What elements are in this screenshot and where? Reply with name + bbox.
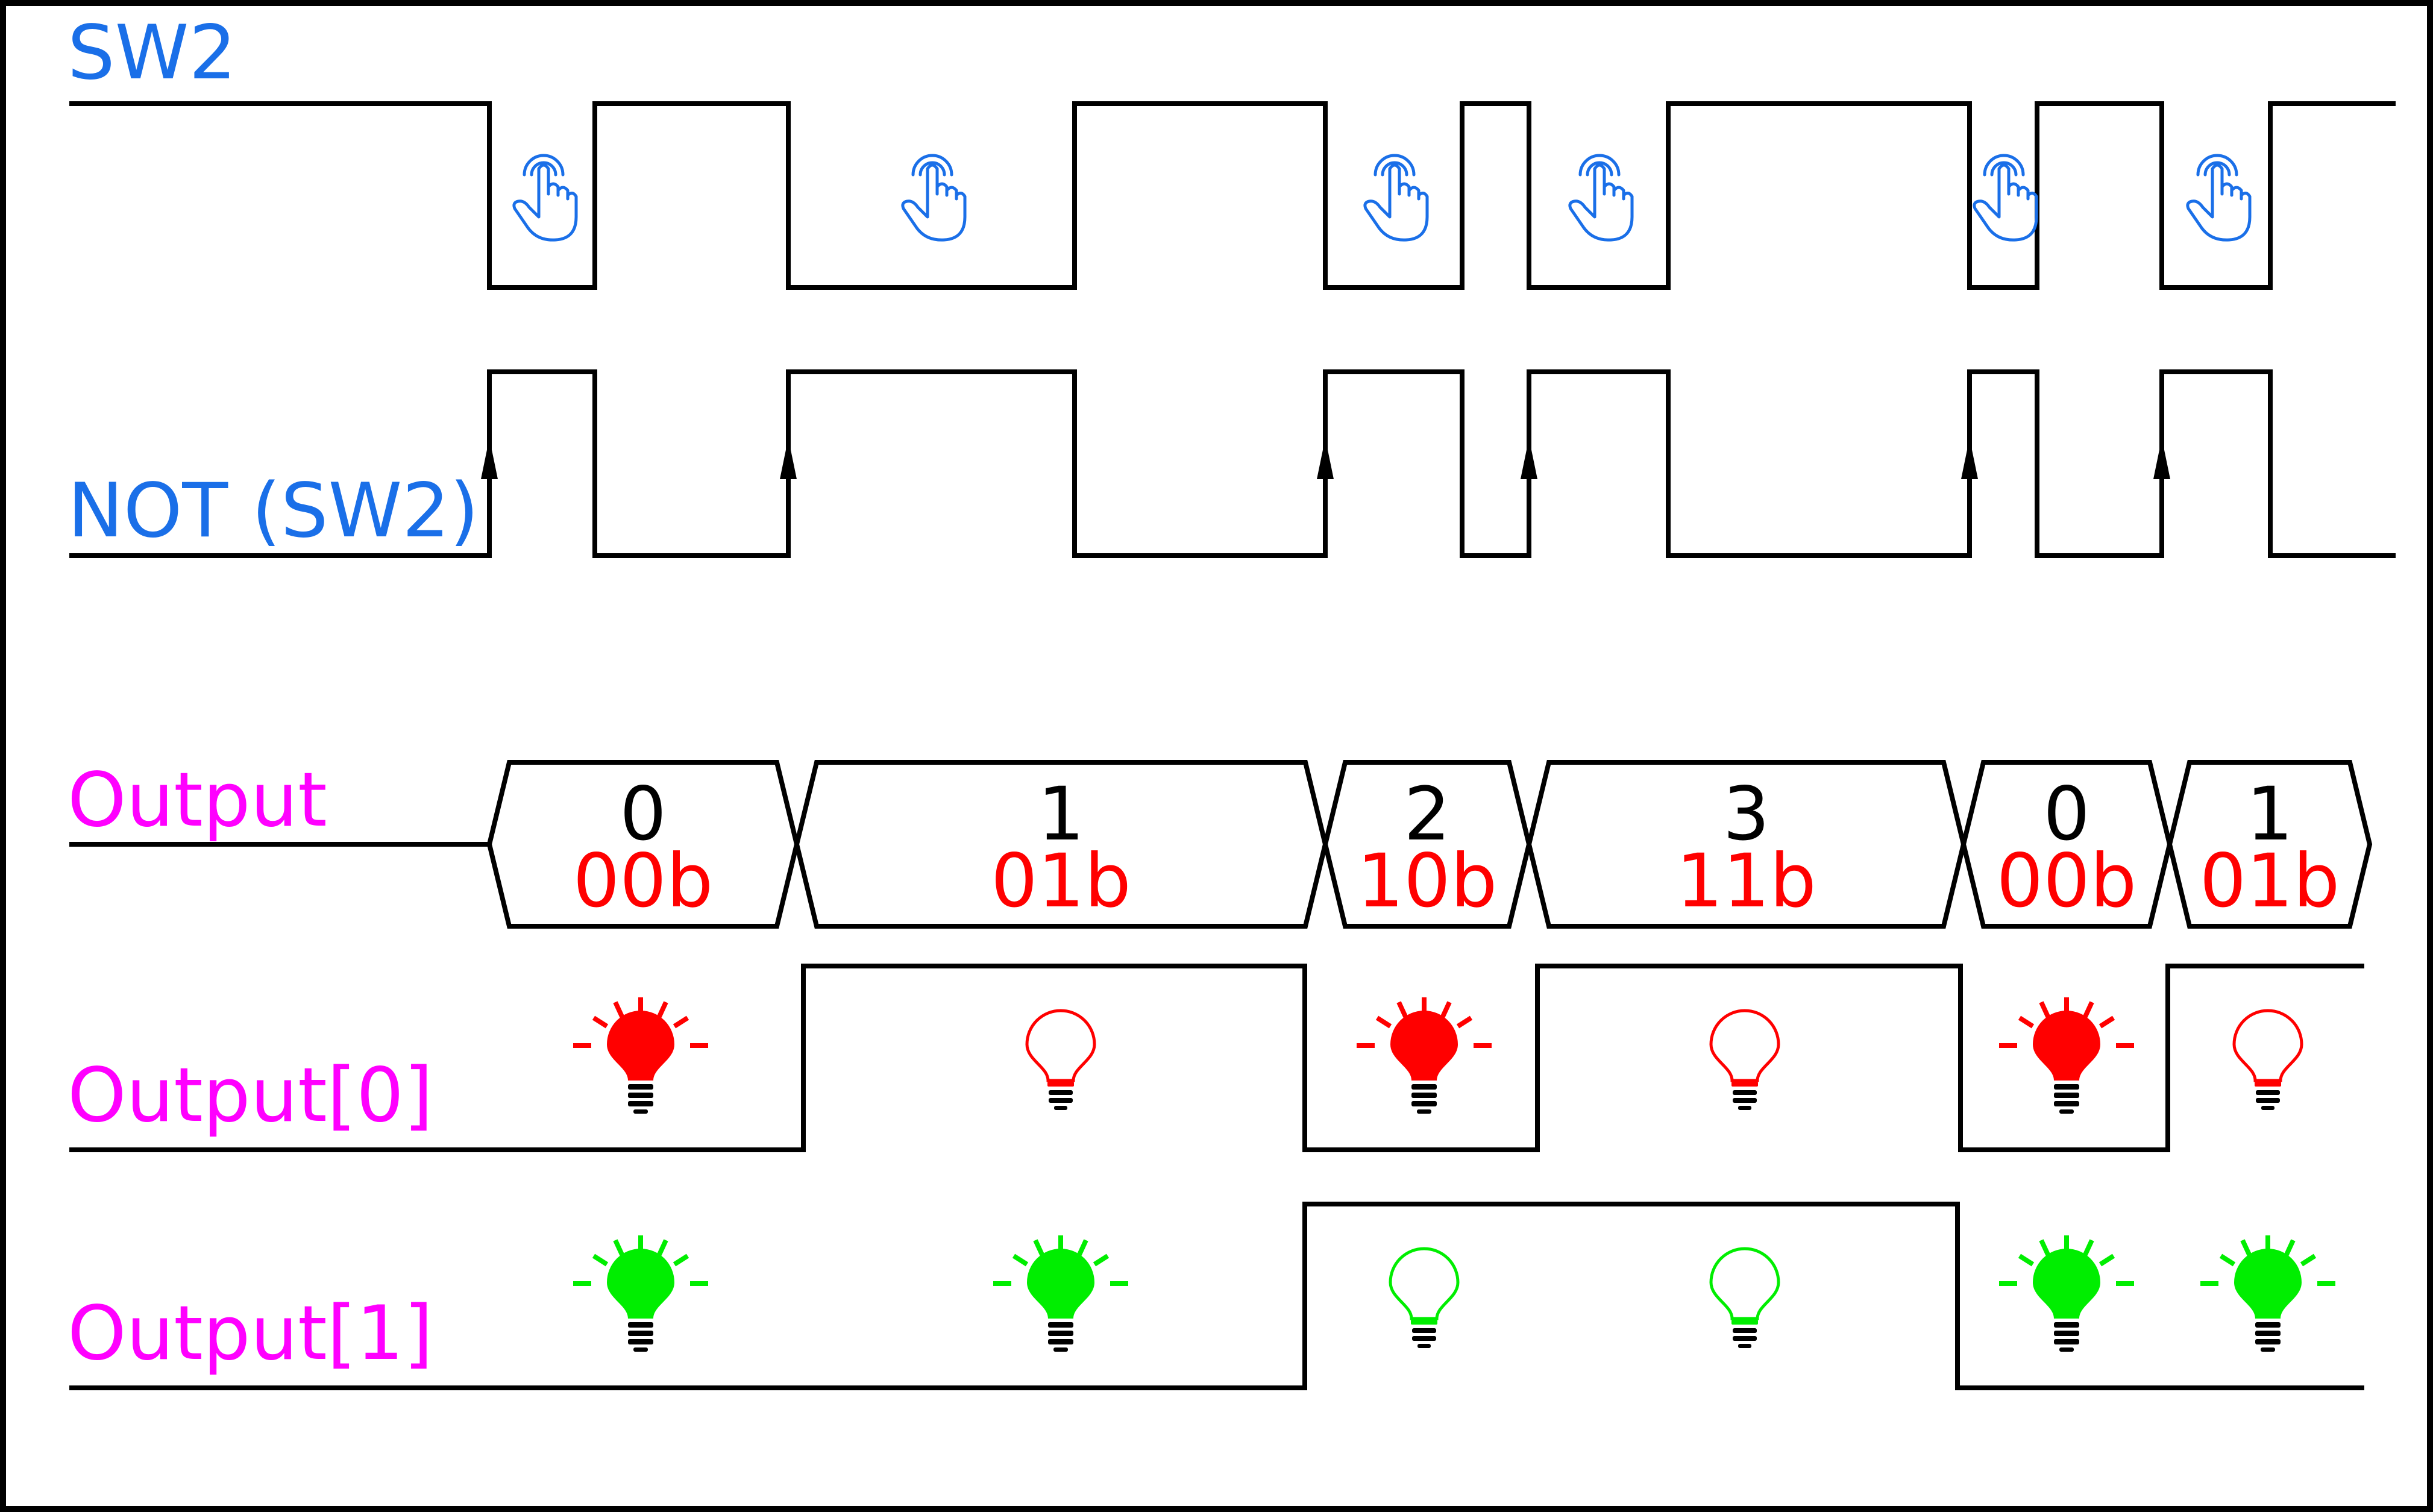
output-binary-value: 10b [1357, 838, 1498, 924]
output1-bulbs [573, 1235, 2335, 1352]
output-decimal-value: 2 [1404, 771, 1451, 857]
pointing-hand-press-icon [1973, 154, 2038, 242]
not-sw2-label: NOT (SW2) [67, 468, 479, 554]
output-label: Output [67, 757, 327, 844]
pointing-hand-press-icon [1568, 154, 1634, 242]
unlit-bulb-icon [1389, 1247, 1460, 1348]
lit-bulb-icon [2200, 1235, 2335, 1352]
rising-edge-arrow [1961, 438, 1978, 479]
sw2-label: SW2 [67, 10, 236, 96]
press-icons [512, 154, 2252, 242]
output0-waveform [69, 964, 2364, 1152]
lit-bulb-icon [573, 997, 708, 1114]
rising-edge-arrow [2153, 438, 2170, 479]
unlit-bulb-icon [1709, 1009, 1780, 1110]
rising-edge-arrow [481, 438, 498, 479]
output-decimal-value: 3 [1723, 771, 1770, 857]
output-binary-value: 11b [1676, 838, 1816, 924]
not-sw2-waveform [69, 369, 2396, 558]
lit-bulb-icon [1999, 1235, 2134, 1352]
rising-edge-arrows [481, 438, 2170, 479]
lit-bulb-icon [1999, 997, 2134, 1114]
unlit-bulb-icon [1025, 1009, 1096, 1110]
output-binary-value: 00b [573, 838, 714, 924]
pointing-hand-press-icon [1363, 154, 1429, 242]
pointing-hand-press-icon [2186, 154, 2252, 242]
output-binary-value: 01b [991, 838, 1131, 924]
output-decimal-value: 1 [2246, 771, 2293, 857]
unlit-bulb-icon [1709, 1247, 1780, 1348]
pointing-hand-press-icon [901, 154, 967, 242]
pointing-hand-press-icon [512, 154, 578, 242]
output0-label: Output[0] [67, 1052, 433, 1139]
sw2-waveform [69, 101, 2396, 290]
output0-bulbs [573, 997, 2303, 1114]
output-decimal-value: 0 [620, 771, 667, 857]
lit-bulb-icon [573, 1235, 708, 1352]
rising-edge-arrow [780, 438, 797, 479]
lit-bulb-icon [1357, 997, 1492, 1114]
output-decimal-value: 1 [1038, 771, 1085, 857]
rising-edge-arrow [1317, 438, 1334, 479]
output1-label: Output[1] [67, 1290, 433, 1377]
output1-waveform [69, 1202, 2364, 1390]
output-binary-value: 01b [2200, 838, 2340, 924]
rising-edge-arrow [1521, 438, 1537, 479]
output-binary-value: 00b [1997, 838, 2137, 924]
unlit-bulb-icon [2232, 1009, 2303, 1110]
lit-bulb-icon [993, 1235, 1128, 1352]
output-decimal-value: 0 [2043, 771, 2090, 857]
